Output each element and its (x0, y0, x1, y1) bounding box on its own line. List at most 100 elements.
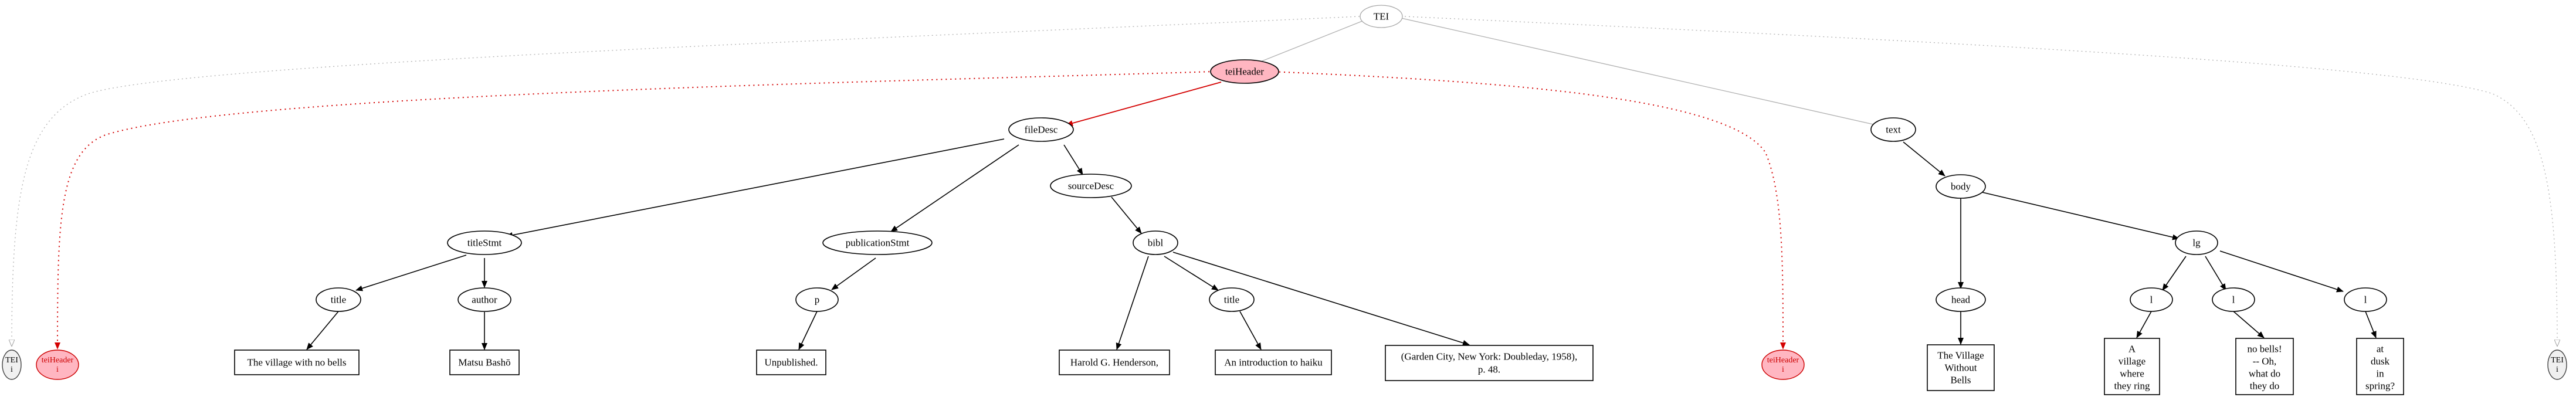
node-l3-label: l (2364, 294, 2367, 306)
node-title-label: title (331, 294, 346, 306)
edge-bibl-author-text (1116, 256, 1149, 350)
leaf-bibl-imprint-line-2: p. 48. (1478, 364, 1500, 375)
node-titlestmt-label: titleStmt (467, 237, 502, 249)
node-head: head (1936, 287, 1986, 312)
leaf-l3-text-line-4: spring? (2365, 381, 2395, 392)
ref-left-teiheader: teiHeader i (36, 350, 79, 380)
ref-right-tei: TEI i (2547, 350, 2567, 380)
edge-text-body (1903, 141, 1945, 177)
leaf-author-text-label: Matsu Bashō (458, 357, 510, 368)
edge-teiheader-filedesc (1066, 82, 1222, 126)
leaf-l3-text-line-1: at (2377, 344, 2384, 355)
edge-body-lg (1982, 192, 2180, 240)
node-body-label: body (1951, 181, 1971, 192)
edge-lg-l3 (2219, 250, 2344, 293)
leaf-l3-text-line-2: dusk (2371, 356, 2390, 367)
node-bibl-title-label: title (1224, 294, 1239, 306)
leaf-l1-text-line-1: A (2128, 344, 2136, 355)
node-p-label: p (815, 294, 820, 306)
node-tei-root: TEI (1360, 5, 1403, 28)
leaf-bibl-title-text: An introduction to haiku (1215, 350, 1332, 375)
edge-publicationstmt-p (831, 257, 876, 290)
node-sourcedesc-label: sourceDesc (1068, 181, 1114, 192)
leaf-l2-text-line-4: they do (2250, 381, 2280, 392)
leaf-p-text: Unpublished. (756, 350, 826, 375)
edge-p-text (798, 311, 818, 350)
node-bibl-title: title (1209, 287, 1255, 312)
leaf-bibl-imprint-line-1: (Garden City, New York: Doubleday, 1958)… (1401, 351, 1577, 362)
edge-filedesc-sourcedesc (1063, 144, 1083, 175)
node-sourcedesc: sourceDesc (1050, 174, 1132, 198)
edge-sourcedesc-bibl (1111, 196, 1142, 234)
leaf-title-text-label: The village with no bells (247, 357, 346, 368)
node-author: author (457, 287, 511, 312)
ref-right-tei-index: i (2556, 365, 2558, 374)
leaf-l1-text-line-4: they ring (2114, 381, 2150, 392)
edge-title2-text (1239, 311, 1262, 350)
edge-tei-teiheader (1250, 20, 1364, 66)
node-bibl-label: bibl (1148, 237, 1164, 249)
edge-teiheader-left-ref (55, 71, 1215, 350)
edge-l1-text (2136, 311, 2152, 338)
ref-left-tei-label: TEI (5, 356, 18, 365)
ref-mid-teiheader: teiHeader i (1761, 350, 1805, 380)
leaf-l1-text-line-3: where (2120, 368, 2144, 379)
leaf-l2-text-line-1: no bells! (2247, 344, 2282, 355)
node-titlestmt: titleStmt (447, 230, 522, 255)
leaf-l2-text-line-2: -- Oh, (2253, 356, 2277, 367)
node-l3: l (2344, 287, 2387, 312)
node-l2-label: l (2232, 294, 2235, 306)
leaf-head-text-line-1: The Village (1937, 350, 1984, 361)
edge-teiheader-mid-ref (1269, 71, 1786, 350)
node-publicationstmt-label: publicationStmt (846, 237, 910, 249)
leaf-l2-text-line-3: what do (2249, 368, 2280, 379)
leaf-head-text-line-3: Bells (1951, 375, 1971, 386)
node-teiheader: teiHeader (1210, 59, 1279, 84)
leaf-l3-text-line-3: in (2376, 368, 2384, 379)
node-l1: l (2130, 287, 2173, 312)
edge-titlestmt-title (355, 255, 467, 291)
node-text-label: text (1886, 124, 1901, 135)
leaf-bibl-imprint-text: (Garden City, New York: Doubleday, 1958)… (1385, 345, 1594, 381)
edge-l2-text (2233, 311, 2265, 338)
node-body: body (1936, 174, 1986, 199)
edge-bibl-imprint (1172, 252, 1470, 346)
node-author-label: author (472, 294, 497, 306)
node-l2: l (2212, 287, 2255, 312)
edge-bibl-title (1164, 256, 1219, 291)
ref-mid-teiheader-index: i (1782, 365, 1784, 374)
leaf-head-text-line-2: Without (1944, 362, 1977, 374)
node-tei-root-label: TEI (1374, 11, 1389, 22)
node-filedesc-label: fileDesc (1025, 124, 1058, 135)
ref-mid-teiheader-label: teiHeader (1767, 356, 1799, 365)
edge-tei-text (1398, 17, 1881, 126)
leaf-author-text: Matsu Bashō (449, 350, 520, 375)
edge-title-text (306, 311, 339, 350)
node-filedesc: fileDesc (1008, 117, 1074, 142)
leaf-l3-text: at dusk in spring? (2356, 338, 2404, 395)
node-p: p (795, 287, 839, 312)
node-publicationstmt: publicationStmt (822, 230, 933, 255)
ref-right-tei-label: TEI (2551, 356, 2564, 365)
leaf-bibl-title-text-label: An introduction to haiku (1224, 357, 1323, 368)
leaf-l1-text: A village where they ring (2104, 338, 2160, 395)
edge-lg-l1 (2162, 256, 2187, 291)
node-text: text (1870, 117, 1916, 142)
node-l1-label: l (2150, 294, 2153, 306)
node-lg: lg (2175, 230, 2218, 255)
ref-left-teiheader-label: teiHeader (42, 356, 74, 365)
ref-left-teiheader-index: i (56, 365, 59, 374)
edge-filedesc-publicationstmt (890, 144, 1019, 232)
leaf-bibl-author-text: Harold G. Henderson, (1059, 350, 1170, 375)
leaf-head-text: The Village Without Bells (1927, 344, 1995, 391)
leaf-l1-text-line-2: village (2119, 356, 2145, 367)
leaf-l2-text: no bells! -- Oh, what do they do (2235, 338, 2294, 395)
node-title: title (316, 287, 361, 312)
node-teiheader-label: teiHeader (1225, 66, 1264, 77)
node-head-label: head (1951, 294, 1971, 306)
node-bibl: bibl (1133, 230, 1178, 255)
edge-filedesc-titlestmt (506, 138, 1005, 238)
node-lg-label: lg (2192, 237, 2201, 249)
leaf-bibl-author-text-label: Harold G. Henderson, (1070, 357, 1158, 368)
